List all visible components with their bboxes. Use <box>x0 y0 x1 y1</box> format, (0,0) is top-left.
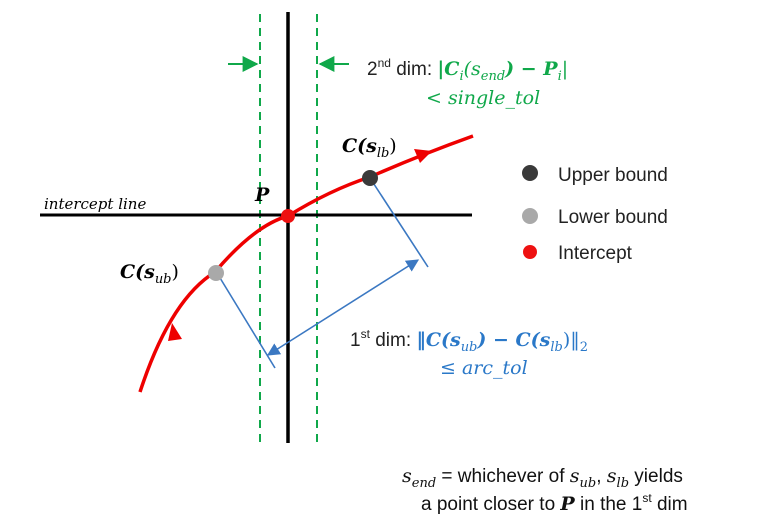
first-dim-line2: ≤ arc_tol <box>440 357 528 379</box>
intercept-line-label: intercept line <box>44 195 146 213</box>
footnote: send = whichever of sub, slb yields a po… <box>402 465 688 515</box>
legend-intercept-marker <box>523 245 537 259</box>
legend-lower-label: Lower bound <box>558 207 668 228</box>
legend-upper-label: Upper bound <box>558 165 668 186</box>
c-sub-label: C(sub) <box>120 261 179 287</box>
first-dim-line1: 1st dim: ‖C(sub) − C(slb)‖2 <box>350 327 588 355</box>
second-dim-line2: < single_tol <box>426 87 540 109</box>
footnote-line2: a point closer to P in the 1st dim <box>421 491 688 515</box>
second-dim-annotation: 2nd dim: |Ci(send) − Pi| < single_tol <box>367 56 568 109</box>
curve-arrowhead-top <box>414 149 432 163</box>
curve-path <box>138 134 474 393</box>
lower-bound-point <box>208 265 224 281</box>
footnote-line1: send = whichever of sub, slb yields <box>402 465 683 491</box>
second-dim-line1: 2nd dim: |Ci(send) − Pi| <box>367 56 568 84</box>
blue-extension-lower <box>216 272 276 369</box>
curve-arrowhead-bottom <box>168 323 182 341</box>
legend-intercept-label: Intercept <box>558 243 633 264</box>
first-dim-annotation: 1st dim: ‖C(sub) − C(slb)‖2 ≤ arc_tol <box>350 327 588 379</box>
legend-lower-marker <box>522 208 538 224</box>
blue-extension-upper <box>369 177 429 268</box>
upper-bound-point <box>362 170 378 186</box>
legend: Upper bound Lower bound Intercept <box>522 165 668 264</box>
c-slb-label: C(slb) <box>342 135 397 161</box>
blue-dimension-arrow <box>266 259 420 356</box>
point-P-label: P <box>254 184 270 206</box>
legend-upper-marker <box>522 165 538 181</box>
intercept-point <box>281 209 295 223</box>
